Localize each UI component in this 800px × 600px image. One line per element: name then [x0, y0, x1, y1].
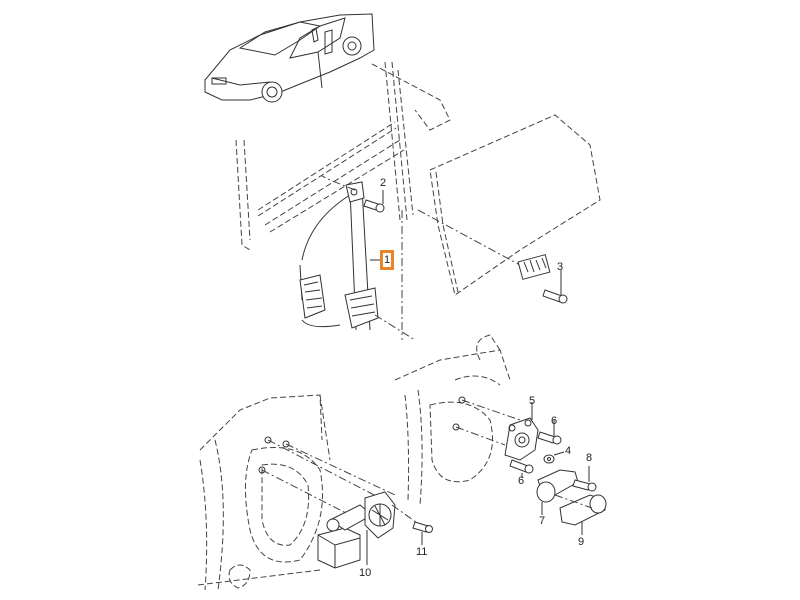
door-frame-outline — [235, 61, 451, 340]
bolt-part-8 — [572, 466, 597, 492]
window-motor-part-10 — [317, 491, 421, 569]
door-inner-panel-left — [197, 394, 396, 591]
callout-part-6-upper[interactable]: 6 — [551, 415, 558, 427]
glass-clamp — [517, 254, 568, 304]
washer-part-4 — [543, 451, 565, 464]
window-glass — [417, 114, 601, 296]
bolt-part-2 — [363, 190, 385, 213]
callout-part-2[interactable]: 2 — [380, 177, 387, 189]
callout-part-11[interactable]: 11 — [416, 546, 428, 558]
bolt-part-6-lower — [509, 459, 534, 478]
bolt-part-11 — [412, 521, 433, 545]
callout-part-1-highlighted[interactable]: 1 — [380, 250, 394, 270]
lever-part-9 — [554, 494, 607, 535]
callout-part-3[interactable]: 3 — [557, 261, 564, 273]
callout-part-7[interactable]: 7 — [539, 515, 546, 527]
motor-bracket-part-5 — [504, 402, 539, 461]
callout-part-8[interactable]: 8 — [586, 452, 593, 464]
callout-part-4[interactable]: 4 — [565, 445, 572, 457]
door-inner-panel-right — [394, 334, 521, 506]
window-regulator — [299, 175, 416, 341]
callout-part-5[interactable]: 5 — [529, 395, 536, 407]
car-location-thumbnail — [204, 13, 375, 103]
callout-part-6-lower[interactable]: 6 — [518, 475, 525, 487]
callout-part-10[interactable]: 10 — [359, 567, 372, 579]
bolt-part-6-upper — [537, 420, 562, 445]
callout-part-9[interactable]: 9 — [578, 536, 585, 548]
